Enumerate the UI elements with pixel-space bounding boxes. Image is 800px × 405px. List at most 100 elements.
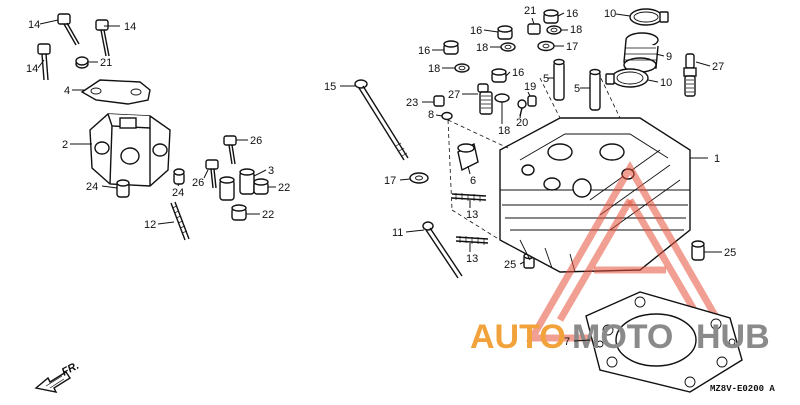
clamp-10-top: [629, 8, 669, 26]
part-label-p17b: 17: [384, 175, 396, 187]
part-label-p13a: 13: [466, 209, 478, 221]
part-23: [433, 95, 445, 107]
part-label-p12: 12: [144, 219, 156, 231]
part-label-p4: 4: [64, 85, 70, 97]
part-label-p3: 3: [268, 165, 274, 177]
part-label-p10a: 10: [604, 8, 616, 20]
plate-4: [80, 79, 151, 105]
leader-line-p16d: [505, 71, 511, 77]
front-direction-arrow: FR.: [34, 360, 81, 393]
part-label-p16c: 16: [566, 8, 578, 20]
nut-21-left: [75, 56, 89, 69]
part-label-p6: 6: [470, 175, 476, 187]
part-label-p18a: 18: [428, 63, 440, 75]
part-label-p18d: 18: [498, 125, 510, 137]
part-label-p16d: 16: [512, 67, 524, 79]
reference-lines-left: [447, 119, 509, 241]
watermark-text: AUTO MOTO HUB: [470, 318, 770, 356]
leader-line-p19: [527, 91, 531, 97]
stud-13-lower: [455, 236, 489, 245]
leader-line-p26b: [203, 169, 209, 179]
bolt-11: [422, 221, 463, 279]
part-label-p5a: 5: [543, 73, 549, 85]
collars-3: [219, 168, 255, 201]
leader-line-p16b: [483, 29, 499, 33]
valve-guide-5-left: [553, 58, 565, 101]
part-label-p20: 20: [516, 117, 528, 129]
spark-plug-27-center: [477, 83, 493, 115]
leader-line-p16c: [557, 12, 565, 17]
part-label-p8: 8: [428, 109, 434, 121]
front-arrow-label: FR.: [60, 360, 81, 379]
part-label-p14c: 14: [26, 63, 38, 75]
leader-line-p10b: [647, 79, 659, 83]
dowel-24-left: [116, 179, 130, 198]
part-label-p13b: 13: [466, 253, 478, 265]
leader-line-p17b: [399, 178, 411, 181]
part-label-p26b: 26: [192, 177, 204, 189]
part-label-p7: 7: [564, 336, 570, 348]
part-label-p14a: 14: [28, 19, 40, 31]
leader-line-p24a: [101, 185, 118, 189]
bolt-14-top-left: [57, 13, 80, 46]
part-label-p2: 2: [62, 139, 68, 151]
part-label-p14b: 14: [124, 21, 136, 33]
stud-13-upper: [451, 193, 487, 202]
leader-line-p25a: [519, 261, 525, 265]
washer-8: [441, 111, 453, 121]
part-label-p22b: 22: [262, 209, 274, 221]
leader-line-p14a: [39, 19, 59, 25]
part-label-p22a: 22: [278, 182, 290, 194]
part-label-p24b: 24: [172, 187, 184, 199]
dowel-25-right: [691, 240, 705, 261]
diagram-code: MZ8V-E0200 A: [710, 384, 775, 394]
seal-18-d: [494, 93, 510, 103]
part-label-p11: 11: [392, 227, 403, 239]
nut-21-top: [527, 23, 541, 35]
plug-19: [527, 95, 537, 107]
part-label-p27a: 27: [712, 61, 724, 73]
part-label-p1: 1: [714, 153, 720, 165]
clamp-10-bottom: [605, 68, 649, 88]
part-label-p9: 9: [666, 51, 672, 63]
part-label-p19: 19: [524, 81, 536, 93]
bolt-26-lower: [205, 159, 219, 189]
part-label-p25b: 25: [724, 247, 736, 259]
bolt-26-upper: [223, 135, 237, 165]
leader-line-p6: [467, 165, 471, 175]
part-label-p21b: 21: [524, 5, 536, 17]
leader-line-p3: [253, 169, 267, 177]
dowel-24-middle: [173, 168, 185, 185]
leader-line-p12: [157, 221, 175, 225]
stud-12: [170, 201, 190, 241]
part-label-p21a: 21: [100, 57, 112, 69]
stud-bolt-15: [354, 79, 409, 161]
washer-17-top: [537, 40, 555, 52]
watermark-text-hub: HUB: [696, 318, 770, 356]
part-label-p24a: 24: [86, 181, 98, 193]
cap-16-a: [443, 40, 459, 55]
dowel-22-upper: [253, 178, 269, 195]
bolt-20: [517, 99, 527, 117]
cap-16-b: [497, 25, 513, 40]
part-label-p18c: 18: [570, 24, 582, 36]
valve-guide-5-right: [589, 68, 601, 111]
part-label-p27b: 27: [448, 89, 460, 101]
bolt-14-left: [37, 43, 51, 81]
seal-18-b: [500, 42, 516, 52]
part-label-p23: 23: [406, 97, 418, 109]
leader-line-p7: [573, 339, 591, 342]
part-label-p5b: 5: [574, 83, 580, 95]
dowel-22-lower: [231, 204, 247, 221]
leader-line-p11: [405, 229, 425, 233]
part-label-p17a: 17: [566, 41, 578, 53]
leader-line-p27a: [695, 61, 711, 67]
reference-lines-top: [539, 71, 621, 119]
part-label-p26a: 26: [250, 135, 262, 147]
sleeve-6: [457, 142, 479, 172]
leader-line-p10a: [615, 13, 631, 17]
seal-18-a: [454, 63, 470, 73]
leader-line-p8: [435, 114, 443, 117]
